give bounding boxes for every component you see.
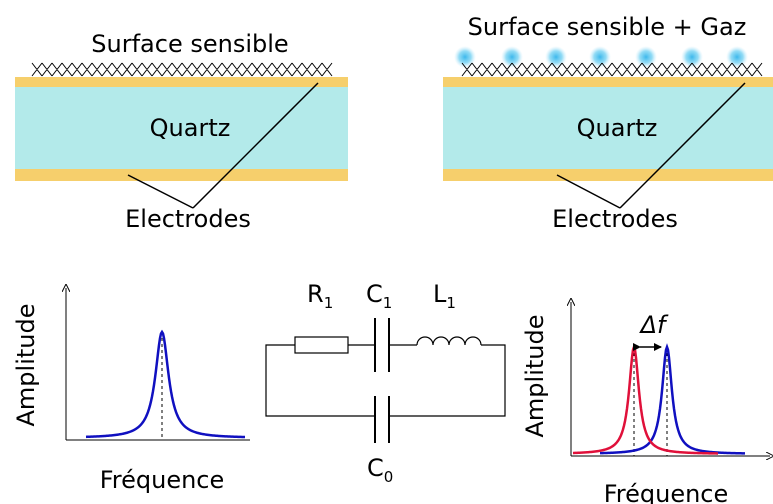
left-sensitive-surface-mesh (31, 62, 333, 77)
right-electrodes-label: Electrodes (552, 205, 678, 233)
circuit-left-wire (265, 344, 375, 417)
left-sensor: Surface sensible Quartz Electrodes (15, 30, 348, 233)
right-resonance-plot: Δf Amplitude Fréquence (521, 302, 770, 504)
right-top-electrode (443, 77, 773, 87)
right-quartz-crystal (443, 87, 773, 169)
left-bottom-electrode (15, 169, 348, 181)
gas-molecule (726, 46, 748, 68)
gas-molecules (454, 46, 748, 68)
left-plot-x-label: Fréquence (100, 466, 225, 494)
right-sensor: Surface sensible + Gaz Quartz Electrodes (443, 13, 773, 233)
resistor-r1 (294, 336, 349, 354)
right-plot-x-label: Fréquence (604, 480, 729, 504)
gas-molecule (545, 46, 567, 68)
left-quartz-label: Quartz (150, 114, 231, 142)
c1-label: C1 (366, 280, 392, 312)
right-sensitive-surface-mesh (461, 62, 763, 77)
circuit-labels: R1 C1 L1 C0 (307, 280, 456, 486)
gas-molecule (681, 46, 703, 68)
r1-label: R1 (307, 280, 333, 312)
gas-molecule (454, 46, 476, 68)
right-plot-shifted-curve (572, 343, 719, 455)
equivalent-circuit (265, 318, 506, 443)
right-electrode-pointer-top (619, 82, 746, 209)
right-electrode-pointer-bottom (556, 174, 621, 209)
right-bottom-electrode (443, 169, 773, 181)
left-electrode-pointer-top (192, 82, 319, 209)
right-surface-label: Surface sensible + Gaz (468, 13, 747, 41)
left-surface-label: Surface sensible (91, 30, 288, 58)
gas-molecule (589, 46, 611, 68)
left-top-electrode (15, 77, 348, 87)
left-plot-resonance-curve (85, 329, 246, 439)
left-electrode-pointer-bottom (127, 174, 194, 209)
left-electrodes-label: Electrodes (125, 205, 251, 233)
left-plot-y-label: Amplitude (12, 304, 40, 427)
frequency-shift-label: Δf (639, 311, 669, 339)
inductor-l1 (416, 336, 482, 346)
right-quartz-label: Quartz (577, 114, 658, 142)
c0-label: C0 (367, 454, 393, 486)
l1-label: L1 (433, 280, 456, 312)
right-plot-y-label: Amplitude (521, 315, 549, 438)
gas-molecule (501, 46, 523, 68)
right-plot-original-curve (599, 343, 746, 455)
circuit-right-wire (389, 344, 506, 417)
gas-molecule (635, 46, 657, 68)
left-quartz-crystal (15, 87, 348, 169)
left-resonance-plot: Amplitude Fréquence (12, 288, 250, 494)
